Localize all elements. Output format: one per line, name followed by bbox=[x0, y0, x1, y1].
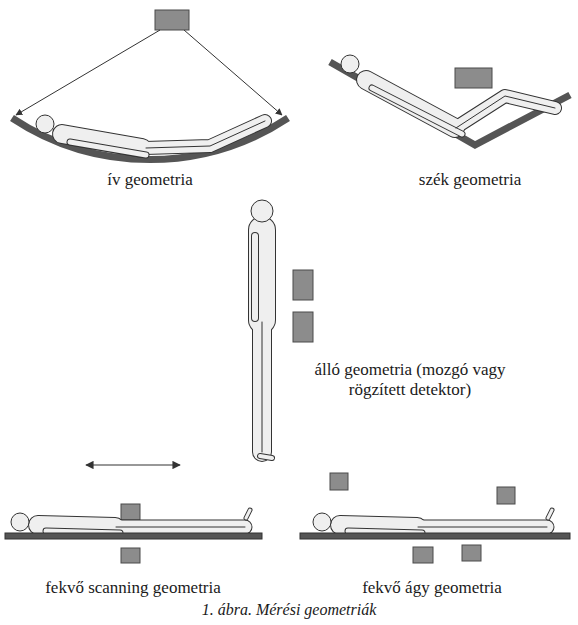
geometry-label: ív geometria bbox=[107, 170, 192, 190]
geometry-label: álló geometria (mozgó vagy rögzített det… bbox=[285, 360, 535, 401]
figure-caption: 1. ábra. Mérési geometriák bbox=[202, 600, 377, 619]
geometry-label: szék geometria bbox=[419, 170, 521, 190]
geometry-label: fekvő scanning geometria bbox=[45, 578, 221, 598]
chair-geometry bbox=[330, 55, 570, 145]
standing-geometry bbox=[251, 200, 313, 458]
scanning-geometry bbox=[5, 465, 262, 563]
arc-geometry bbox=[12, 10, 288, 160]
geometry-label: fekvő ágy geometria bbox=[362, 578, 502, 598]
bed-geometry bbox=[300, 473, 570, 563]
